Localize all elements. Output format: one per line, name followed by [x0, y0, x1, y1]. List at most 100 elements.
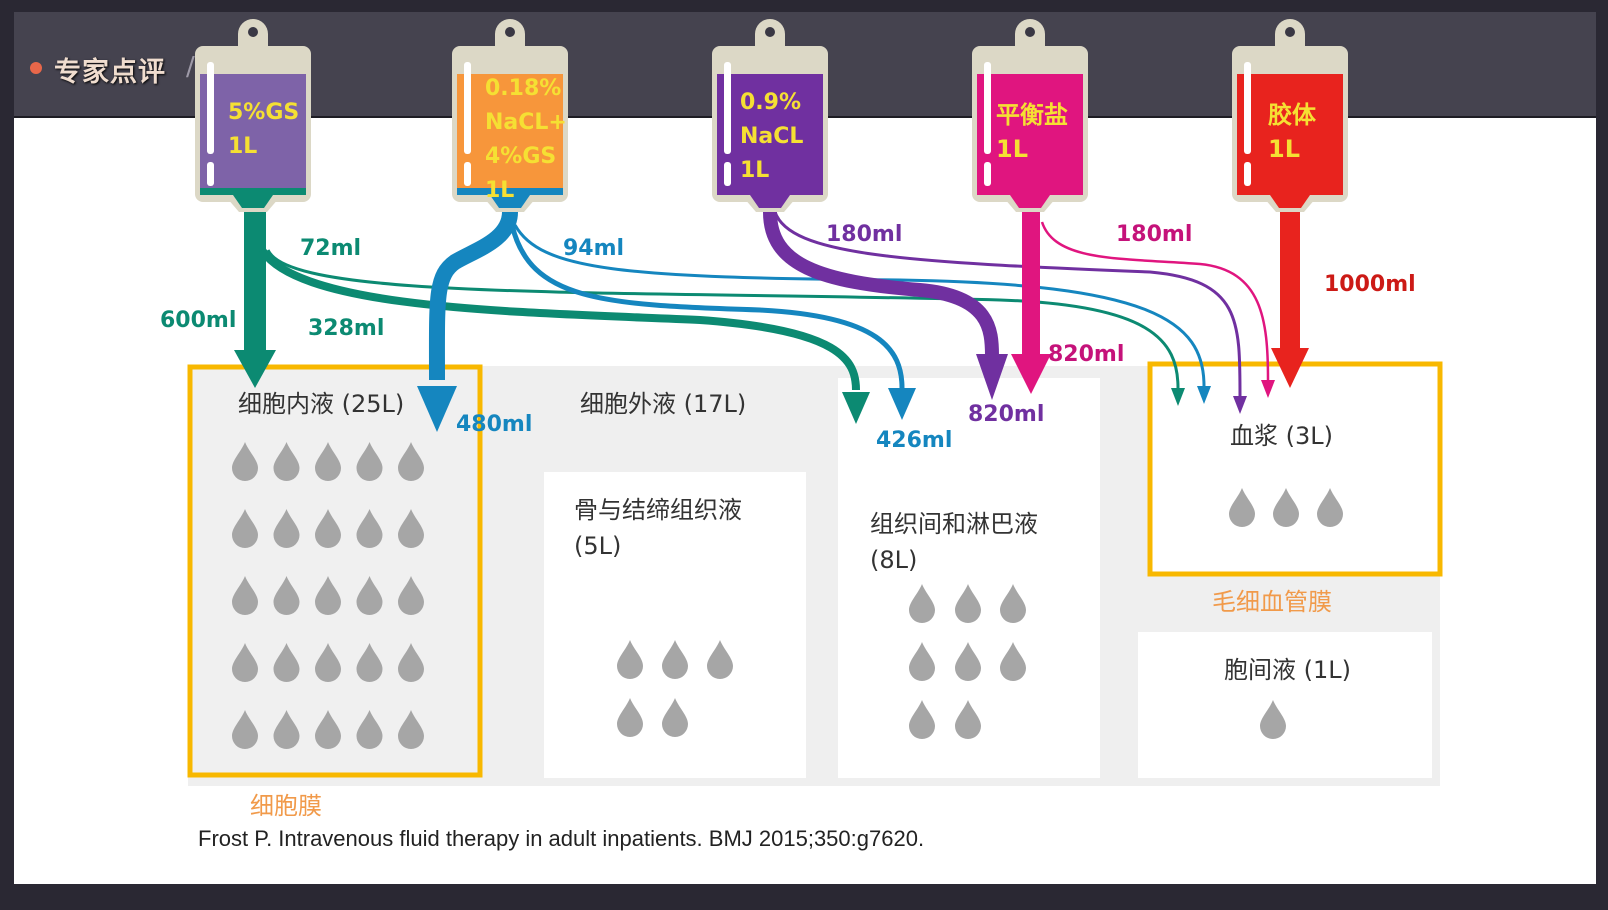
droplet-icon — [315, 442, 341, 481]
slide-title: 专家点评 — [54, 57, 166, 88]
droplet-icon — [356, 710, 383, 749]
droplet-icon — [232, 710, 258, 749]
droplet-icon — [1229, 488, 1255, 527]
flow-arrow-nacl018-plasma — [513, 224, 1206, 387]
bag-line: NaCL — [740, 124, 804, 149]
iv-bag-icon — [712, 19, 828, 212]
bag-gauge-long — [724, 62, 731, 154]
transcellular-box — [1138, 632, 1432, 778]
bag-gauge-long — [207, 62, 214, 154]
bullet-dot-icon — [30, 62, 42, 74]
iv-bag-icon — [452, 19, 568, 212]
bag-label-colloid: 胶体 1L — [1268, 98, 1316, 166]
bag-outlet — [490, 195, 530, 208]
flow-arrow-nacl09-interstitial — [763, 211, 999, 357]
droplet-icon — [273, 643, 300, 682]
droplet-icon — [232, 576, 258, 615]
bag-line: 1L — [485, 178, 515, 203]
droplet-icon — [617, 698, 643, 737]
bag-hanger-hole — [505, 27, 515, 37]
interstitial-label-line1: 组织间和淋巴液 — [870, 510, 1038, 538]
bag-bottom-band — [457, 188, 563, 195]
droplet-icon — [356, 442, 383, 481]
droplet-icon — [315, 710, 341, 749]
bag-gauge-short — [724, 162, 731, 186]
bag-label-nacl018: 0.18% NaCL+ 4%GS 1L — [485, 72, 567, 208]
bag-gauge-long — [984, 62, 991, 154]
bag-label-balanced: 平衡盐 1L — [996, 98, 1068, 166]
flow-arrow-gs5-plasma-head — [1171, 388, 1185, 406]
droplet-icon — [1273, 488, 1299, 527]
bag-gauge-long — [1244, 62, 1251, 154]
bag-line: 4%GS — [485, 144, 557, 169]
bag-bottom-band — [200, 188, 306, 195]
droplet-icon — [955, 642, 981, 681]
flow-arrow-nacl09-interstitial-head — [976, 354, 1008, 400]
bag-line: 胶体 — [1268, 101, 1316, 129]
capillary-membrane-label: 毛细血管膜 — [1212, 588, 1332, 616]
droplet-icon — [273, 509, 300, 548]
droplet-icon — [398, 576, 424, 615]
flow-label-colloid-plasma: 1000ml — [1324, 272, 1416, 297]
bag-outlet — [233, 195, 273, 208]
droplet-icon — [398, 509, 424, 548]
bag-gauge-short — [1244, 162, 1251, 186]
bag-line: 平衡盐 — [996, 101, 1068, 129]
flow-label-nacl09-interstitial: 820ml — [968, 402, 1045, 427]
bag-label-gs5: 5%GS 1L — [228, 96, 299, 164]
bag-hanger-hole — [765, 27, 775, 37]
bag-gauge-long — [464, 62, 471, 154]
droplet-icon — [398, 710, 424, 749]
bag-line: 0.18% — [485, 76, 562, 101]
bag-line: 1L — [996, 135, 1028, 163]
cell-membrane — [187, 364, 483, 778]
bag-gauge-short — [207, 162, 214, 186]
bag-line: 1L — [1268, 135, 1300, 163]
flow-arrow-nacl018-plasma-head — [1197, 386, 1211, 404]
transcellular-label: 胞间液 (1L) — [1224, 656, 1351, 684]
flow-arrow-nacl09-plasma-head — [1233, 396, 1247, 414]
iv-bag-icon — [972, 19, 1088, 212]
cell-membrane-label: 细胞膜 — [250, 792, 322, 820]
flow-arrow-nacl018-icf-head — [417, 386, 457, 432]
droplet-icon — [356, 509, 383, 548]
flow-arrow-balanced-interstitial-head — [1011, 354, 1051, 394]
flow-arrow-nacl018-interstitial-head — [888, 388, 916, 420]
bag-label-nacl09: 0.9% NaCL 1L — [740, 86, 803, 188]
flow-label-gs5-interstitial: 328ml — [308, 316, 385, 341]
title-separator: / — [186, 52, 195, 82]
citation: Frost P. Intravenous fluid therapy in ad… — [198, 826, 925, 851]
droplet-icon — [356, 576, 383, 615]
droplet-icon — [617, 640, 643, 679]
bag-bottom-band — [717, 188, 823, 195]
bone-label-line2: (5L) — [574, 532, 622, 560]
bag-bottom-band — [1237, 188, 1343, 195]
flow-arrow-gs5-interstitial — [258, 247, 860, 391]
droplet-icon — [273, 710, 300, 749]
bag-line: 1L — [740, 158, 770, 183]
droplet-icon — [398, 643, 424, 682]
bag-line: 1L — [228, 134, 258, 159]
iv-bag-icon — [1232, 19, 1348, 212]
flow-arrow-balanced-plasma-head — [1261, 380, 1275, 398]
flow-arrow-balanced-plasma — [1040, 221, 1270, 381]
bag-gauge-short — [464, 162, 471, 186]
flow-label-balanced-plasma: 180ml — [1116, 222, 1193, 247]
flow-arrow-nacl018-icf — [428, 211, 518, 381]
droplet-icon — [955, 700, 981, 739]
interstitial-label: 组织间和淋巴液 (8L) — [870, 506, 1038, 578]
droplet-icon — [909, 584, 935, 623]
flow-arrow-nacl09-plasma — [773, 211, 1242, 397]
iv-bag-icon — [195, 19, 311, 212]
droplet-icon — [1260, 700, 1286, 739]
droplet-icon — [232, 509, 258, 548]
flow-arrow-colloid-plasma-head — [1271, 348, 1309, 388]
droplet-icon — [315, 509, 341, 548]
bag-hanger-hole — [248, 27, 258, 37]
bag-bottom-band — [977, 188, 1083, 195]
flow-label-nacl018-interstitial: 426ml — [876, 428, 953, 453]
plasma-box — [1148, 364, 1442, 576]
bag-line: 0.9% — [740, 90, 802, 115]
droplet-icon — [1317, 488, 1343, 527]
